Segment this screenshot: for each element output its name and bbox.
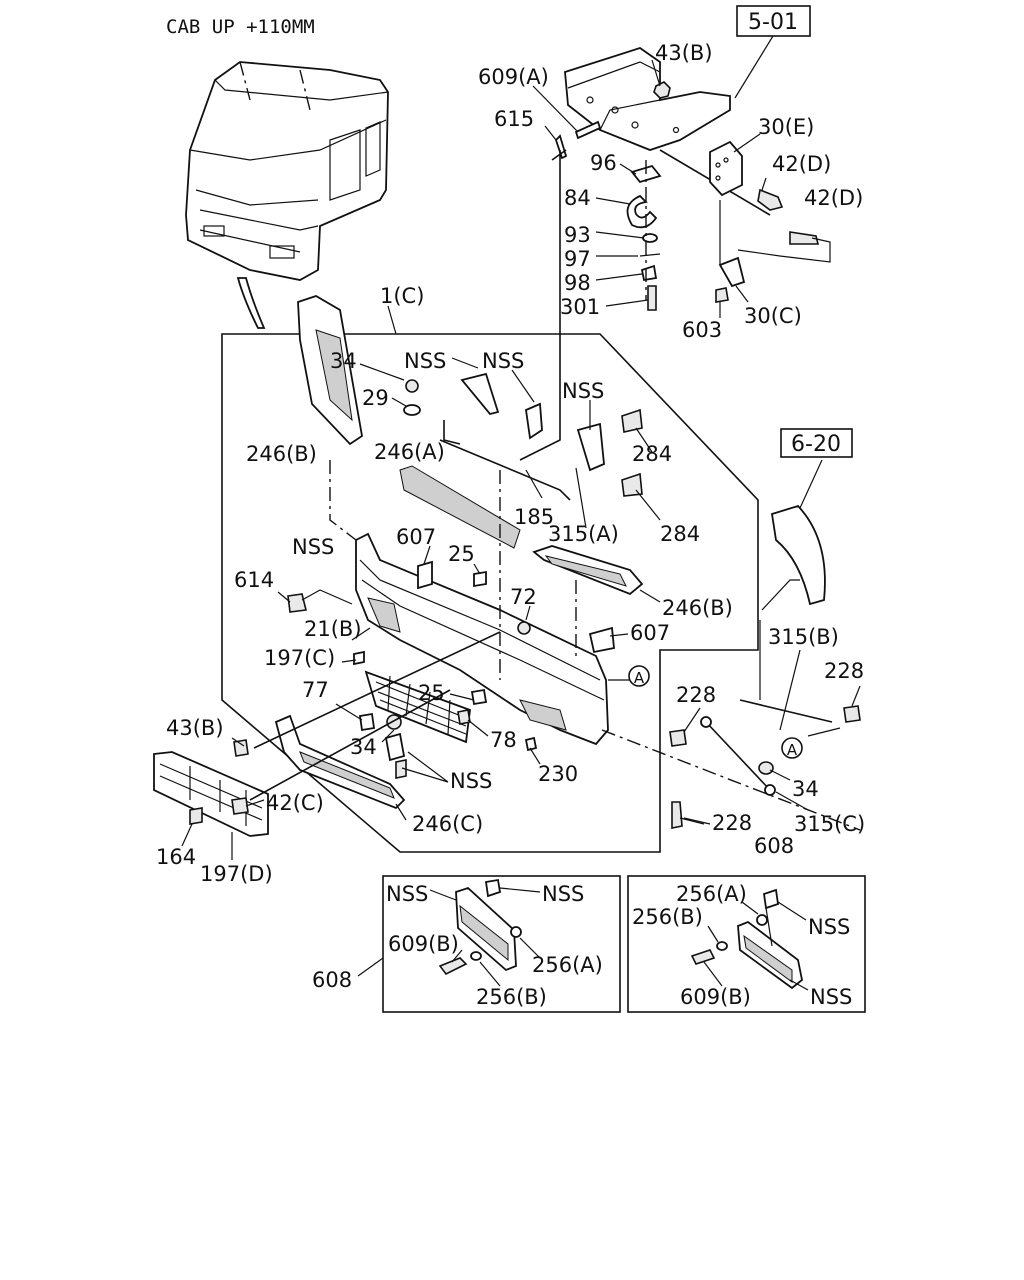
box-right-256b: 256(B) bbox=[632, 905, 703, 929]
label-42c: 42(C) bbox=[266, 791, 324, 815]
diagram-title: CAB UP +110MM bbox=[166, 16, 315, 38]
ref-box-6-20[interactable] bbox=[780, 428, 853, 458]
label-34-mid: 34 bbox=[350, 735, 377, 759]
box-left-nss-b: NSS bbox=[542, 882, 584, 906]
label-97: 97 bbox=[564, 247, 591, 271]
label-228-2: 228 bbox=[676, 683, 716, 707]
label-246b-right: 246(B) bbox=[662, 596, 733, 620]
label-nss-5: NSS bbox=[450, 769, 492, 793]
label-315b: 315(B) bbox=[768, 625, 839, 649]
label-615: 615 bbox=[494, 107, 534, 131]
bumper-assembly bbox=[153, 295, 861, 837]
label-284-2: 284 bbox=[660, 522, 700, 546]
label-301: 301 bbox=[560, 295, 600, 319]
label-nss-3: NSS bbox=[562, 379, 604, 403]
label-25-1: 25 bbox=[448, 542, 475, 566]
label-93: 93 bbox=[564, 223, 591, 247]
label-30e: 30(E) bbox=[758, 115, 814, 139]
assembly-boundary bbox=[221, 333, 759, 853]
label-72: 72 bbox=[510, 585, 537, 609]
label-603: 603 bbox=[682, 318, 722, 342]
label-43b-left: 43(B) bbox=[166, 716, 224, 740]
box-right-609b: 609(B) bbox=[680, 985, 751, 1009]
label-246b-left: 246(B) bbox=[246, 442, 317, 466]
circle-ref-a-label-2: A bbox=[787, 741, 798, 759]
label-609a: 609(A) bbox=[478, 65, 549, 89]
frame-bracket-assembly bbox=[519, 47, 831, 461]
detail-box-left: NSS NSS 609(B) 256(A) 256(B) 608 bbox=[312, 875, 621, 1013]
box-left-256b: 256(B) bbox=[476, 985, 547, 1009]
box-right-256a: 256(A) bbox=[676, 882, 747, 906]
cab-illustration bbox=[185, 61, 389, 329]
label-29: 29 bbox=[362, 386, 389, 410]
label-607-2: 607 bbox=[630, 621, 670, 645]
box-left-608: 608 bbox=[312, 968, 352, 992]
label-42d-1: 42(D) bbox=[772, 152, 831, 176]
label-nss-4: NSS bbox=[292, 535, 334, 559]
label-246c: 246(C) bbox=[412, 812, 483, 836]
label-77: 77 bbox=[302, 678, 329, 702]
circle-ref-a-label-1: A bbox=[634, 669, 645, 687]
callout-labels: 609(A) 43(B) 615 30(E) 96 42(D) 84 42(D)… bbox=[156, 41, 865, 886]
box-right-nss-a: NSS bbox=[808, 915, 850, 939]
label-164: 164 bbox=[156, 845, 196, 869]
box-right-nss-b: NSS bbox=[810, 985, 852, 1009]
box-left-nss-a: NSS bbox=[386, 882, 428, 906]
label-607-1: 607 bbox=[396, 525, 436, 549]
label-315a: 315(A) bbox=[548, 522, 619, 546]
label-614: 614 bbox=[234, 568, 274, 592]
label-30c: 30(C) bbox=[744, 304, 802, 328]
label-284-1: 284 bbox=[632, 442, 672, 466]
label-42d-2: 42(D) bbox=[804, 186, 863, 210]
label-nss-1: NSS bbox=[404, 349, 446, 373]
label-84: 84 bbox=[564, 186, 591, 210]
label-228-1: 228 bbox=[824, 659, 864, 683]
circle-ref-a-1 bbox=[628, 665, 650, 687]
label-1c: 1(C) bbox=[380, 284, 424, 308]
label-96: 96 bbox=[590, 151, 617, 175]
ref-box-5-01[interactable] bbox=[736, 5, 811, 37]
leader-lines bbox=[181, 59, 861, 860]
label-nss-2: NSS bbox=[482, 349, 524, 373]
label-43b-top: 43(B) bbox=[655, 41, 713, 65]
label-197d: 197(D) bbox=[200, 862, 273, 886]
label-246a: 246(A) bbox=[374, 440, 445, 464]
ref-6-20: 6-20 bbox=[791, 432, 841, 457]
box-left-256a: 256(A) bbox=[532, 953, 603, 977]
box-left-609b: 609(B) bbox=[388, 932, 459, 956]
label-608-top: 608 bbox=[754, 834, 794, 858]
label-230: 230 bbox=[538, 762, 578, 786]
label-228-3: 228 bbox=[712, 811, 752, 835]
label-21b: 21(B) bbox=[304, 617, 362, 641]
detail-box-right: 256(A) NSS 256(B) 609(B) NSS bbox=[627, 875, 866, 1013]
label-185: 185 bbox=[514, 505, 554, 529]
ref-5-01[interactable]: 5-01 bbox=[748, 10, 798, 35]
label-315c: 315(C) bbox=[794, 812, 865, 836]
label-98: 98 bbox=[564, 271, 591, 295]
circle-ref-a-2 bbox=[781, 737, 803, 759]
label-78: 78 bbox=[490, 728, 517, 752]
label-197c: 197(C) bbox=[264, 646, 335, 670]
label-34-right: 34 bbox=[792, 777, 819, 801]
label-34-top: 34 bbox=[330, 349, 357, 373]
label-25-2: 25 bbox=[418, 681, 445, 705]
